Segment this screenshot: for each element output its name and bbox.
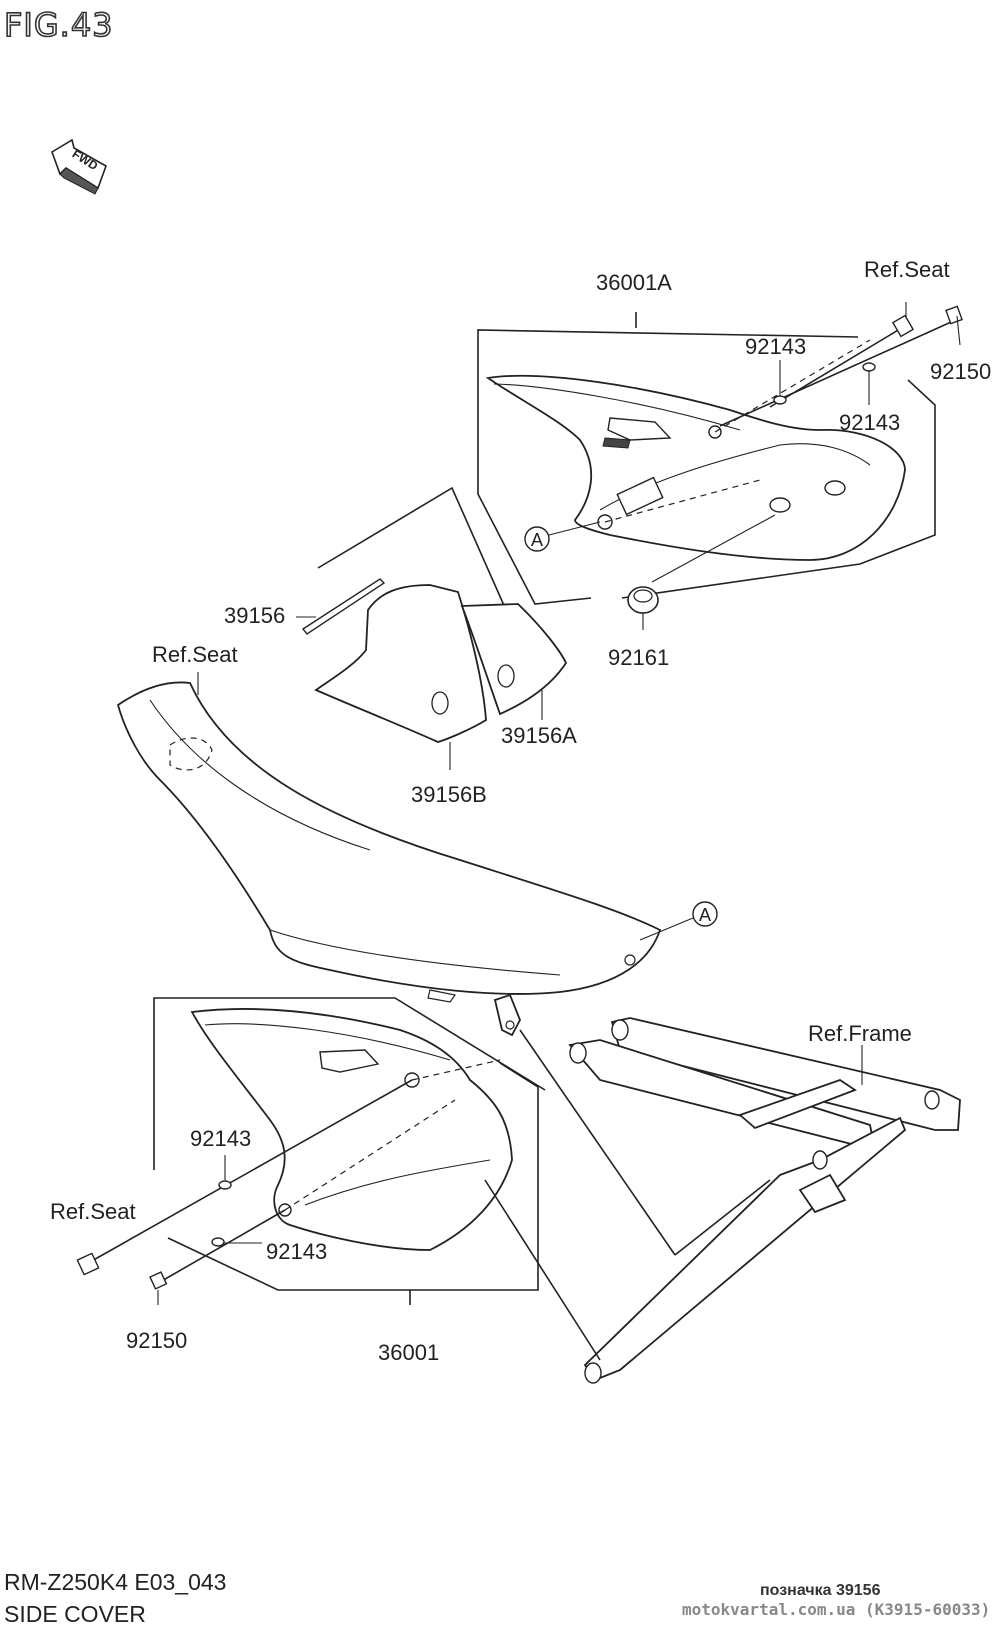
label-39156A: 39156A [501,723,577,748]
label-36001: 36001 [378,1340,439,1365]
label-92143-b: 92143 [839,410,900,435]
label-92143-d: 92143 [266,1239,327,1264]
watermark-site: motokvartal.com.ua (K3915-60033) [682,1600,990,1619]
frame-reference [484,1017,961,1384]
side-cover-left [190,1008,513,1251]
label-92143-c: 92143 [190,1126,251,1151]
label-92161: 92161 [608,645,669,670]
washer-92143-a [773,395,787,405]
label-ref-seat-top: Ref.Seat [864,257,950,282]
washer-92143-b [862,362,876,372]
watermark-part-ref: позначка 39156 [760,1582,881,1599]
label-ref-seat-low: Ref.Seat [50,1199,136,1224]
washer-92143-c [218,1180,232,1190]
label-39156B: 39156B [411,782,487,807]
label-92150-a: 92150 [930,359,991,384]
side-cover-left-assembly [153,997,546,1305]
grommet-92161 [627,514,776,630]
label-ref-frame: Ref.Frame [808,1021,912,1046]
reference-marker-a-upper-label: A [531,530,543,550]
section-name: SIDE COVER [4,1601,146,1627]
decal-group [296,486,568,770]
model-code: RM-Z250K4 E03_043 [4,1569,226,1595]
label-92150-b: 92150 [126,1328,187,1353]
reference-marker-a-upper: A [524,521,601,552]
seat-reference [116,672,662,1037]
decal-39156 [301,578,386,635]
bolt-92150-upper [719,305,963,427]
decal-39156A [460,603,568,716]
label-92143-a: 92143 [745,334,806,359]
reference-marker-a-lower-label: A [699,905,711,925]
washer-92143-d [211,1237,225,1247]
label-36001A: 36001A [596,270,672,295]
figure-title: FIG.43 [4,6,114,44]
bolt-ref-seat-lower [76,1079,413,1276]
side-cover-right-assembly [477,312,936,605]
bolt-92150-lower [149,1209,286,1305]
label-ref-seat-mid: Ref.Seat [152,642,238,667]
label-39156: 39156 [224,603,285,628]
reference-marker-a-lower: A [639,901,718,941]
forward-arrow-icon: FWD [51,138,107,195]
bolt-ref-seat-upper [769,302,915,408]
